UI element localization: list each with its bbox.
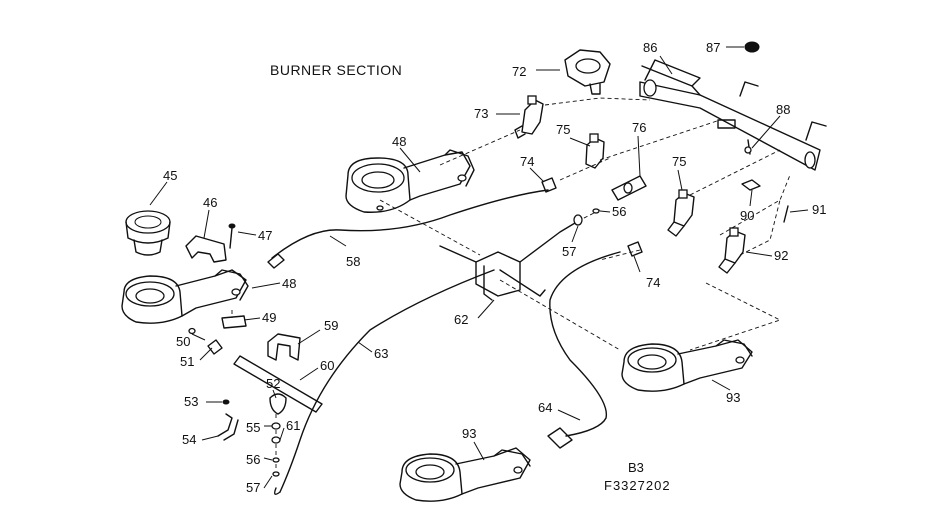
label-50: 50 (176, 334, 190, 349)
label-88: 88 (776, 102, 790, 117)
screw-47 (228, 223, 236, 249)
washer-55 (271, 422, 281, 430)
label-74-lower: 74 (646, 275, 660, 290)
label-64: 64 (538, 400, 552, 415)
label-76: 76 (632, 120, 646, 135)
label-57-upper: 57 (562, 244, 576, 259)
manifold-pipe (639, 59, 827, 171)
alignment-lines-upper (379, 97, 791, 351)
valve-73 (514, 95, 544, 139)
label-54: 54 (182, 432, 196, 447)
knob-52 (269, 393, 287, 415)
burner-48-upper (345, 149, 475, 213)
burner-48-lower (121, 269, 249, 324)
label-73: 73 (474, 106, 488, 121)
fitting-74b (627, 241, 643, 257)
bracket-90 (741, 179, 761, 191)
label-72: 72 (512, 64, 526, 79)
label-56-lower: 56 (246, 452, 260, 467)
label-61: 61 (286, 418, 300, 433)
orifice-51 (207, 339, 223, 355)
bracket-49 (221, 310, 247, 329)
label-58: 58 (346, 254, 360, 269)
label-86: 86 (643, 40, 657, 55)
label-87: 87 (706, 40, 720, 55)
fitting-76 (611, 175, 647, 201)
label-75-lower: 75 (672, 154, 686, 169)
label-57-lower: 57 (246, 480, 260, 495)
rod-60 (233, 355, 323, 413)
washer-56-lower (272, 457, 280, 463)
valve-75b (667, 189, 695, 237)
label-52: 52 (266, 376, 280, 391)
part-72-regulator (564, 49, 611, 95)
fitting-57-lower (272, 471, 280, 477)
footer-code-part-number: F3327202 (604, 478, 671, 493)
tube-63 (273, 269, 495, 495)
label-47: 47 (258, 228, 272, 243)
burner-93-right (621, 339, 753, 392)
diagram-title: BURNER SECTION (270, 62, 402, 78)
burner-cap-45 (125, 210, 171, 256)
label-48-lower: 48 (282, 276, 296, 291)
fitting-57-upper (573, 214, 583, 226)
screw-88 (744, 139, 752, 155)
valve-92 (718, 227, 746, 274)
footer-code-b3: B3 (628, 460, 644, 475)
bracket-62 (439, 219, 581, 301)
nut-87 (744, 41, 760, 53)
label-59: 59 (324, 318, 338, 333)
label-93-lower: 93 (462, 426, 476, 441)
label-91: 91 (812, 202, 826, 217)
label-93-right: 93 (726, 390, 740, 405)
label-55: 55 (246, 420, 260, 435)
label-45: 45 (163, 168, 177, 183)
bracket-54 (217, 413, 239, 441)
screw-91 (783, 205, 789, 223)
fitting-74a (541, 177, 557, 193)
label-53: 53 (184, 394, 198, 409)
spring-50 (188, 327, 196, 335)
screw-53 (222, 399, 230, 405)
clip-46 (185, 235, 227, 263)
label-51: 51 (180, 354, 194, 369)
washer-61 (271, 436, 281, 444)
tube-64 (547, 251, 621, 449)
label-46: 46 (203, 195, 217, 210)
burner-93-lower (399, 447, 531, 502)
leader-lines (149, 46, 809, 489)
tube-58 (267, 189, 549, 269)
label-92: 92 (774, 248, 788, 263)
fitting-56-upper (592, 208, 600, 214)
label-49: 49 (262, 310, 276, 325)
valve-75a (585, 133, 605, 169)
label-63: 63 (374, 346, 388, 361)
label-62: 62 (454, 312, 468, 327)
part-labels: 45 46 47 48 48 49 50 51 52 53 54 55 56 5… (163, 40, 826, 495)
label-56-upper: 56 (612, 204, 626, 219)
label-90: 90 (740, 208, 754, 223)
clip-59 (267, 333, 301, 361)
label-60: 60 (320, 358, 334, 373)
label-75-upper: 75 (556, 122, 570, 137)
label-48-upper: 48 (392, 134, 406, 149)
label-74-upper: 74 (520, 154, 534, 169)
